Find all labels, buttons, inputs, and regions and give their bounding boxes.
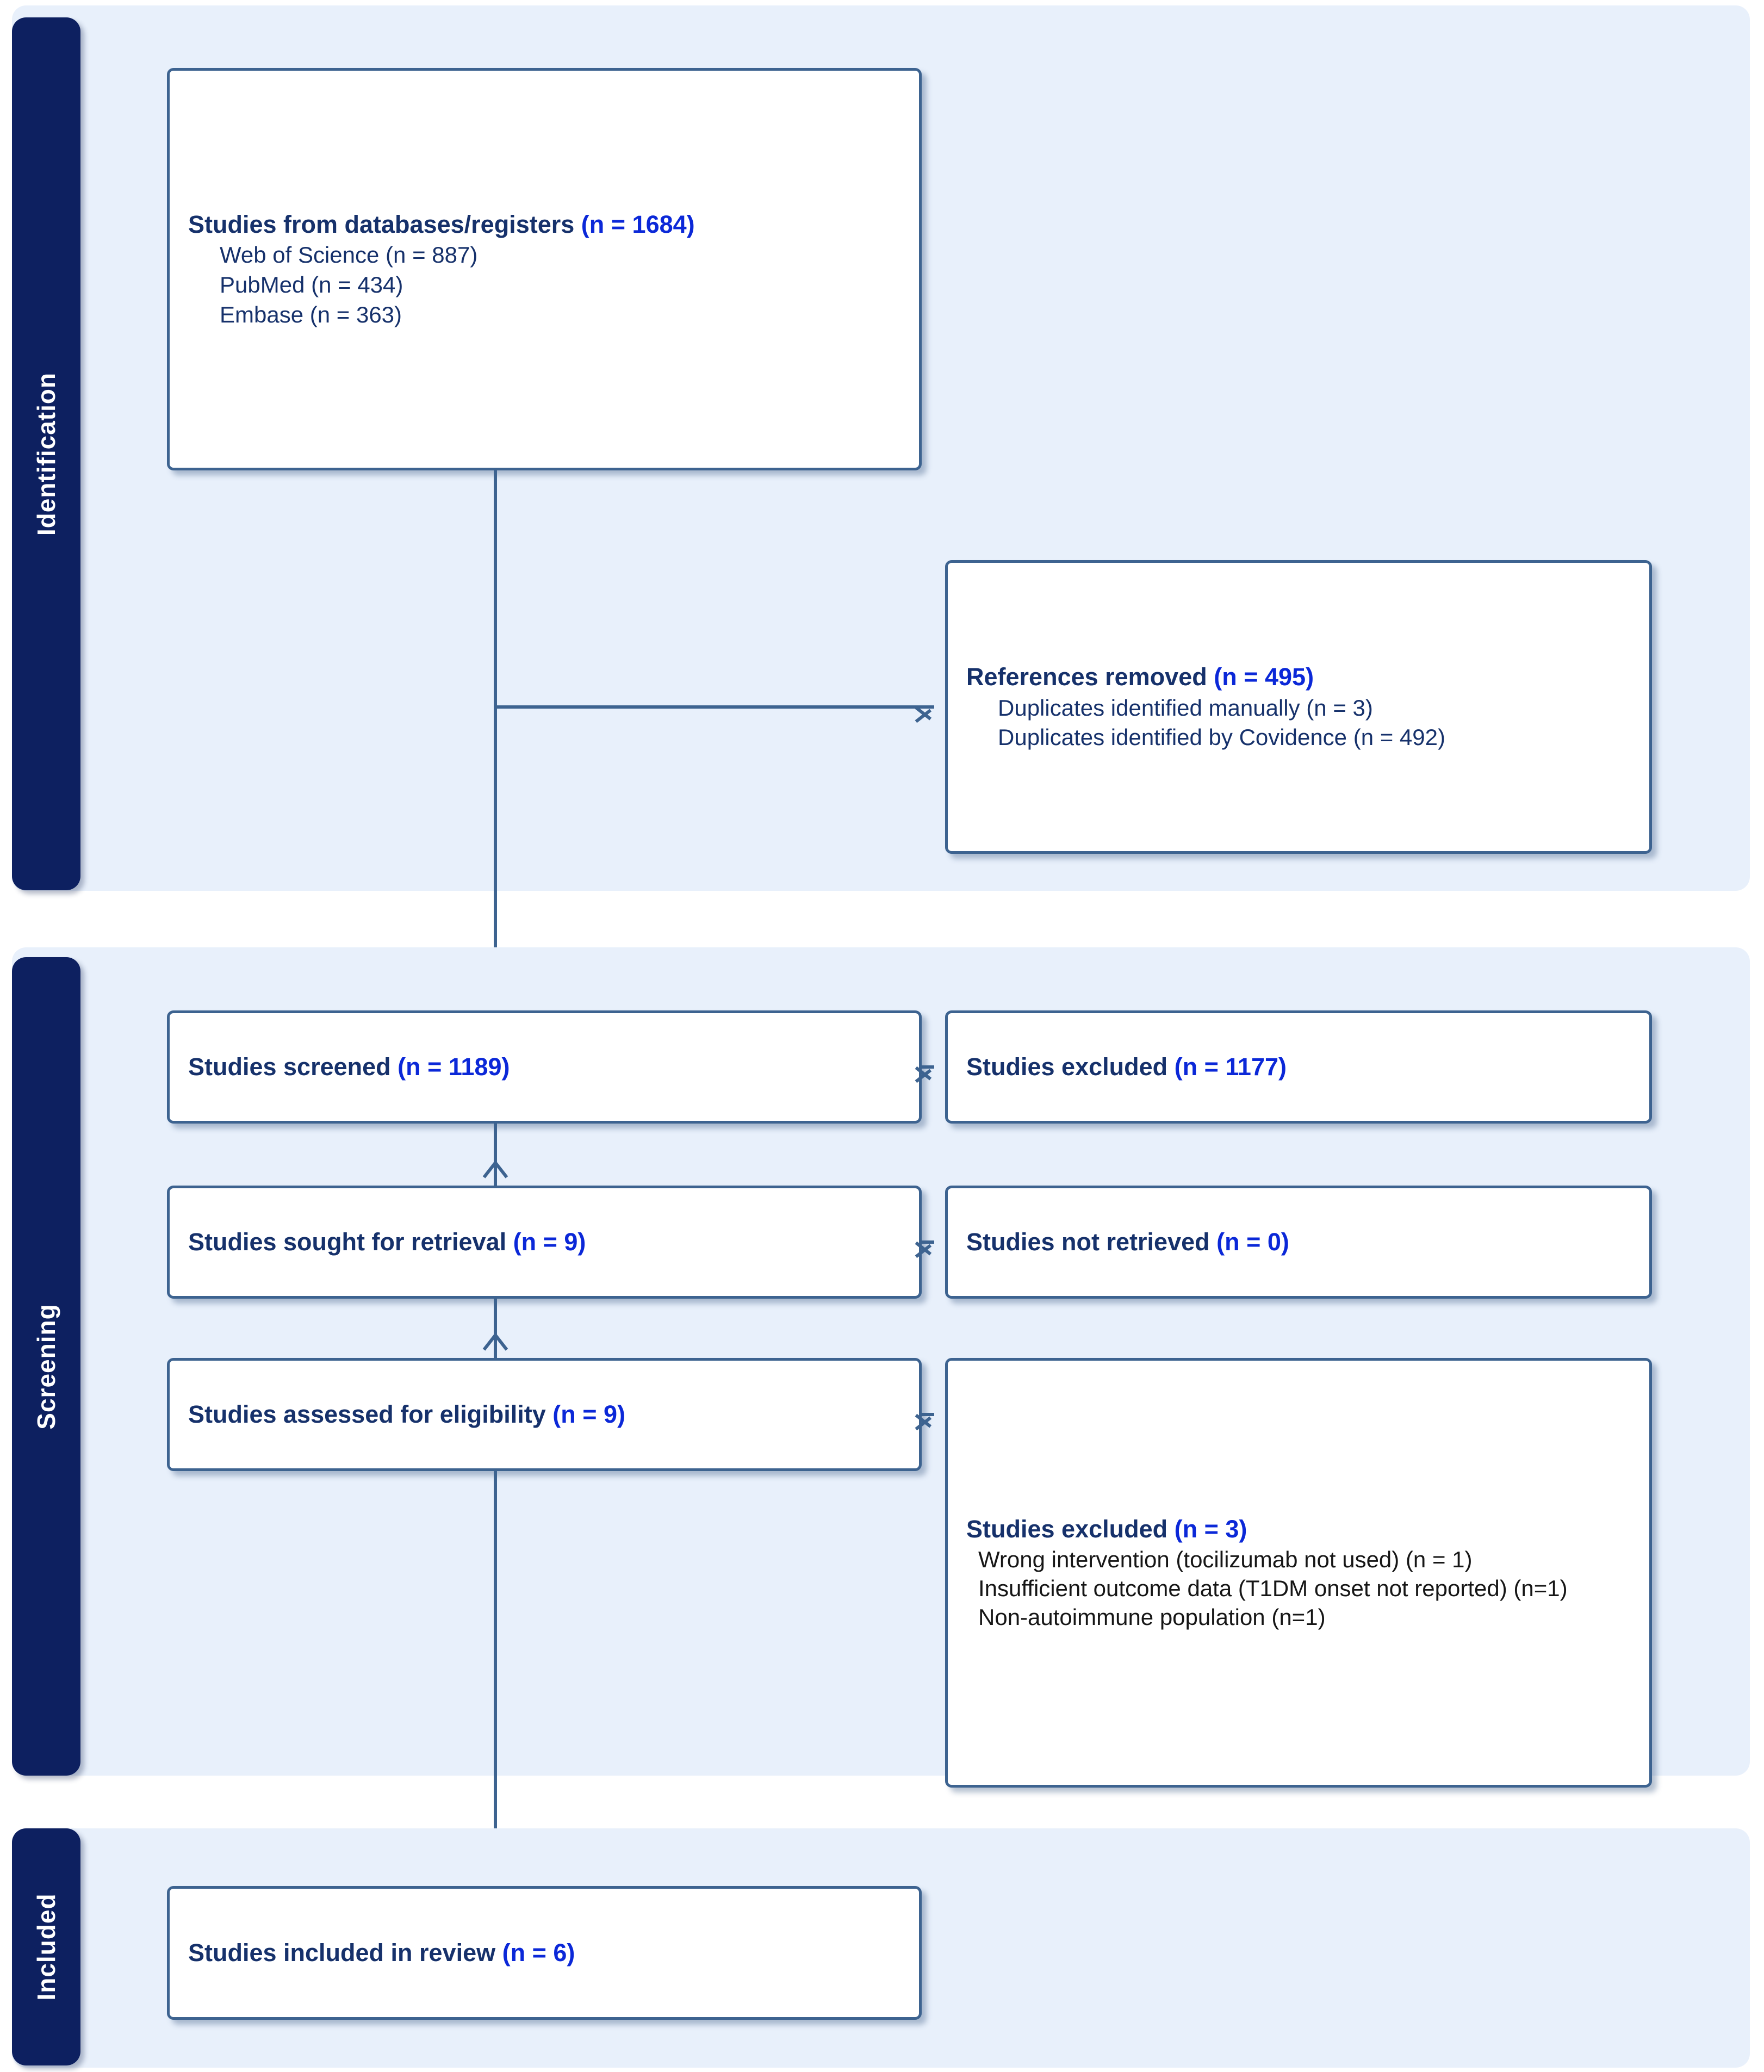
phase-bar-identification: Identification [12, 17, 80, 890]
screened-excluded-heading: Studies excluded (n = 1177) [966, 1052, 1287, 1081]
connector-databases-trunk [494, 470, 497, 1012]
box-studies-screened[interactable]: Studies screened (n = 1189) [167, 1010, 922, 1124]
connector-screened-to-sought [494, 1124, 497, 1186]
eligibility-excluded-reason-3: Non-autoimmune population (n=1) [978, 1604, 1326, 1630]
databases-source-3: Embase (n = 363) [220, 301, 402, 327]
phase-label-identification: Identification [32, 372, 60, 536]
sought-retrieval-heading: Studies sought for retrieval (n = 9) [188, 1227, 586, 1256]
box-studies-excluded-eligibility[interactable]: Studies excluded (n = 3) Wrong intervent… [945, 1358, 1652, 1788]
box-studies-sought-for-retrieval[interactable]: Studies sought for retrieval (n = 9) [167, 1186, 922, 1299]
references-removed-reason-2: Duplicates identified by Covidence (n = … [998, 724, 1445, 750]
not-retrieved-heading: Studies not retrieved (n = 0) [966, 1227, 1289, 1256]
arrowhead-assessed-to-excluded [922, 1403, 946, 1426]
phase-bar-screening: Screening [12, 957, 80, 1776]
arrowhead-sought-to-assessed [483, 1335, 507, 1359]
eligibility-excluded-heading: Studies excluded (n = 3) [966, 1515, 1247, 1543]
box-studies-from-databases[interactable]: Studies from databases/registers (n = 16… [167, 68, 922, 470]
box-studies-included-in-review[interactable]: Studies included in review (n = 6) [167, 1886, 922, 2020]
arrowhead-to-references-removed [922, 695, 946, 719]
screened-count: (n = 1189) [397, 1052, 510, 1081]
phase-label-screening: Screening [32, 1303, 60, 1430]
eligibility-excluded-reason-1: Wrong intervention (tocilizumab not used… [978, 1546, 1473, 1572]
connector-to-references-removed [494, 705, 934, 709]
arrowhead-screened-to-sought [483, 1163, 507, 1187]
box-studies-not-retrieved[interactable]: Studies not retrieved (n = 0) [945, 1186, 1652, 1299]
databases-heading: Studies from databases/registers (n = 16… [188, 210, 695, 238]
box-studies-assessed-for-eligibility[interactable]: Studies assessed for eligibility (n = 9) [167, 1358, 922, 1471]
databases-count: (n = 1684) [581, 210, 695, 238]
eligibility-excluded-count: (n = 3) [1174, 1515, 1247, 1543]
box-studies-excluded-screening[interactable]: Studies excluded (n = 1177) [945, 1010, 1652, 1124]
assessed-eligibility-heading: Studies assessed for eligibility (n = 9) [188, 1400, 626, 1428]
screened-heading: Studies screened (n = 1189) [188, 1052, 510, 1081]
references-removed-count: (n = 495) [1214, 663, 1314, 691]
box-references-removed[interactable]: References removed (n = 495) Duplicates … [945, 560, 1652, 854]
phase-label-included: Included [32, 1893, 60, 2001]
connector-sought-to-assessed [494, 1299, 497, 1358]
databases-source-2: PubMed (n = 434) [220, 271, 403, 297]
included-review-heading: Studies included in review (n = 6) [188, 1938, 575, 1966]
assessed-eligibility-count: (n = 9) [552, 1400, 626, 1428]
references-removed-reason-1: Duplicates identified manually (n = 3) [998, 694, 1373, 721]
arrowhead-screened-to-excluded [922, 1055, 946, 1079]
connector-assessed-to-included [494, 1471, 497, 1884]
not-retrieved-count: (n = 0) [1216, 1227, 1289, 1256]
phase-bar-included: Included [12, 1828, 80, 2065]
sought-retrieval-count: (n = 9) [513, 1227, 586, 1256]
included-review-count: (n = 6) [502, 1938, 575, 1966]
references-removed-heading: References removed (n = 495) [966, 663, 1314, 691]
databases-source-1: Web of Science (n = 887) [220, 242, 478, 268]
eligibility-excluded-reason-2: Insufficient outcome data (T1DM onset no… [978, 1575, 1568, 1601]
arrowhead-sought-to-not-retrieved [922, 1230, 946, 1254]
screened-excluded-count: (n = 1177) [1174, 1052, 1287, 1081]
